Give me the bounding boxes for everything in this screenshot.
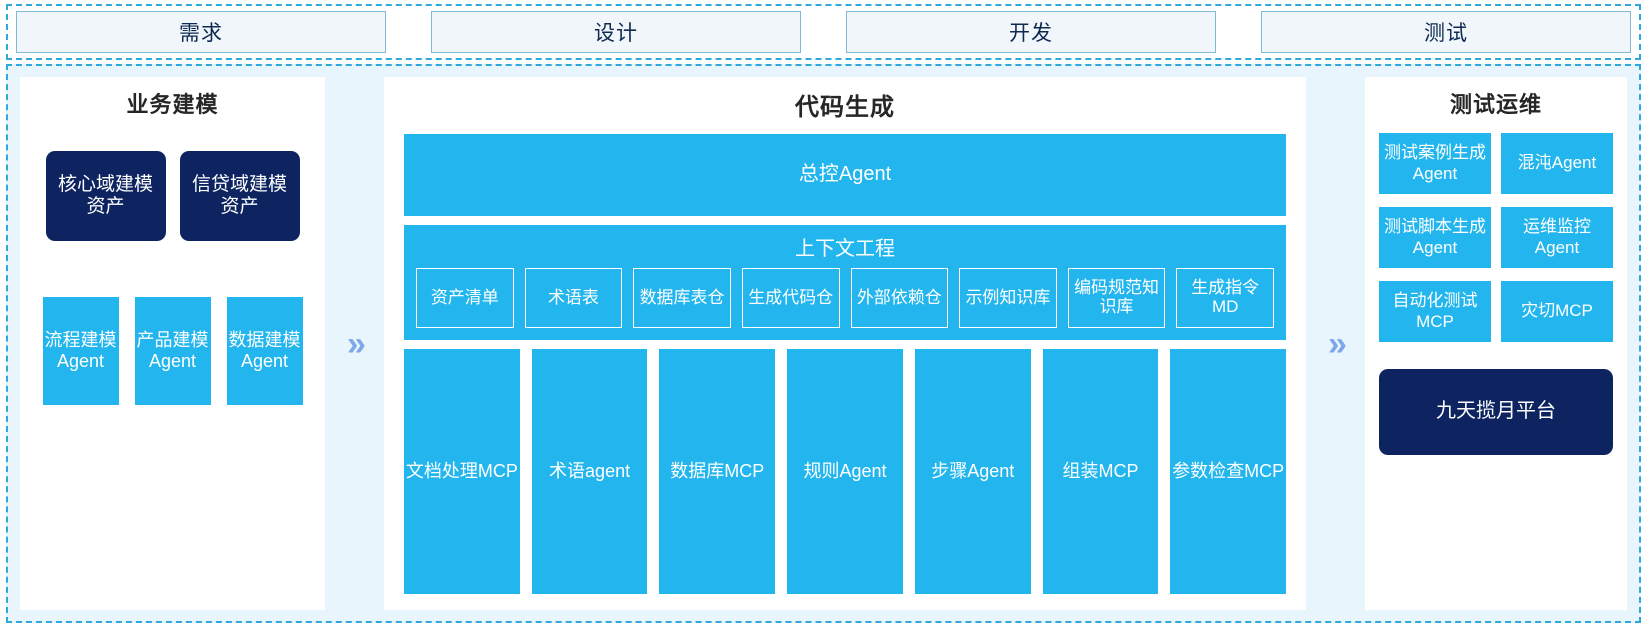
context-engineering-block: 上下文工程 资产清单 术语表 数据库表仓 生成代码仓 外部依赖仓 示例知识库 编…: [404, 225, 1286, 340]
tool-card-row: 文档处理MCP 术语agent 数据库MCP 规则Agent 步骤Agent 组…: [404, 349, 1287, 594]
asset-card-row: 核心域建模资产 信贷域建模资产: [34, 151, 311, 241]
stage-box-requirements[interactable]: 需求: [16, 11, 386, 53]
context-chip-example-knowledge-base[interactable]: 示例知识库: [959, 268, 1057, 328]
panel-title-test-operations: 测试运维: [1449, 92, 1542, 117]
tool-card-assembly-mcp[interactable]: 组装MCP: [1042, 349, 1159, 594]
test-operations-card-grid: 测试案例生成Agent 混沌Agent 测试脚本生成Agent 运维监控Agen…: [1379, 133, 1613, 342]
panel-title-code-generation: 代码生成: [795, 94, 895, 121]
panel-business-modeling: 业务建模 核心域建模资产 信贷域建模资产 流程建模Agent 产品建模Agent…: [20, 77, 325, 610]
code-generation-body: 总控Agent 上下文工程 资产清单 术语表 数据库表仓 生成代码仓 外部依赖仓…: [404, 126, 1287, 594]
tool-card-terminology-agent[interactable]: 术语agent: [531, 349, 648, 594]
context-chip-external-dependency-repo[interactable]: 外部依赖仓: [850, 268, 949, 328]
context-chip-asset-inventory[interactable]: 资产清单: [416, 268, 514, 328]
asset-card-credit-domain[interactable]: 信贷域建模资产: [179, 151, 300, 241]
card-test-script-generation-agent[interactable]: 测试脚本生成Agent: [1379, 207, 1491, 268]
agent-card-product-modeling[interactable]: 产品建模Agent: [134, 297, 211, 405]
card-chaos-agent[interactable]: 混沌Agent: [1501, 133, 1613, 194]
tool-card-document-processing-mcp[interactable]: 文档处理MCP: [404, 349, 520, 594]
context-engineering-title: 上下文工程: [795, 238, 895, 260]
stage-box-testing[interactable]: 测试: [1261, 11, 1631, 53]
chevron-right-icon-first: »: [347, 324, 366, 363]
context-chip-row: 资产清单 术语表 数据库表仓 生成代码仓 外部依赖仓 示例知识库 编码规范知识库…: [416, 268, 1274, 328]
main-region: 业务建模 核心域建模资产 信贷域建模资产 流程建模Agent 产品建模Agent…: [6, 64, 1641, 623]
panel-title-business-modeling: 业务建模: [126, 92, 219, 117]
tool-card-step-agent[interactable]: 步骤Agent: [914, 349, 1031, 594]
platform-card-jiutian-lanyue[interactable]: 九天揽月平台: [1379, 369, 1613, 455]
stage-strip: 需求 设计 开发 测试: [6, 4, 1641, 60]
stage-box-development[interactable]: 开发: [846, 11, 1216, 53]
test-operations-body: 测试案例生成Agent 混沌Agent 测试脚本生成Agent 运维监控Agen…: [1379, 123, 1613, 596]
asset-card-core-domain[interactable]: 核心域建模资产: [45, 151, 166, 241]
context-chip-coding-standard-knowledge-base[interactable]: 编码规范知识库: [1067, 268, 1166, 328]
card-disaster-switch-mcp[interactable]: 灾切MCP: [1501, 281, 1613, 342]
agent-card-data-modeling[interactable]: 数据建模Agent: [226, 297, 303, 405]
panel-code-generation: 代码生成 总控Agent 上下文工程 资产清单 术语表 数据库表仓 生成代码仓 …: [384, 77, 1306, 610]
context-chip-db-table-repo[interactable]: 数据库表仓: [633, 268, 731, 328]
panel-test-operations: 测试运维 测试案例生成Agent 混沌Agent 测试脚本生成Agent 运维监…: [1365, 77, 1627, 610]
card-automated-test-mcp[interactable]: 自动化测试MCP: [1379, 281, 1491, 342]
stage-box-design[interactable]: 设计: [431, 11, 801, 53]
business-modeling-body: 核心域建模资产 信贷域建模资产 流程建模Agent 产品建模Agent 数据建模…: [34, 123, 311, 596]
chevron-right-icon-second: »: [1328, 324, 1347, 363]
agent-card-process-modeling[interactable]: 流程建模Agent: [42, 297, 119, 405]
modeling-agent-row: 流程建模Agent 产品建模Agent 数据建模Agent: [34, 297, 311, 405]
card-ops-monitoring-agent[interactable]: 运维监控Agent: [1501, 207, 1613, 268]
card-test-case-generation-agent[interactable]: 测试案例生成Agent: [1379, 133, 1491, 194]
context-chip-generation-instruction-md[interactable]: 生成指令MD: [1176, 268, 1274, 328]
tool-card-parameter-check-mcp[interactable]: 参数检查MCP: [1170, 349, 1287, 594]
context-chip-glossary[interactable]: 术语表: [524, 268, 623, 328]
tool-card-rule-agent[interactable]: 规则Agent: [787, 349, 903, 594]
tool-card-database-mcp[interactable]: 数据库MCP: [659, 349, 776, 594]
control-agent-bar[interactable]: 总控Agent: [404, 134, 1286, 216]
context-chip-generated-code-repo[interactable]: 生成代码仓: [741, 268, 840, 328]
